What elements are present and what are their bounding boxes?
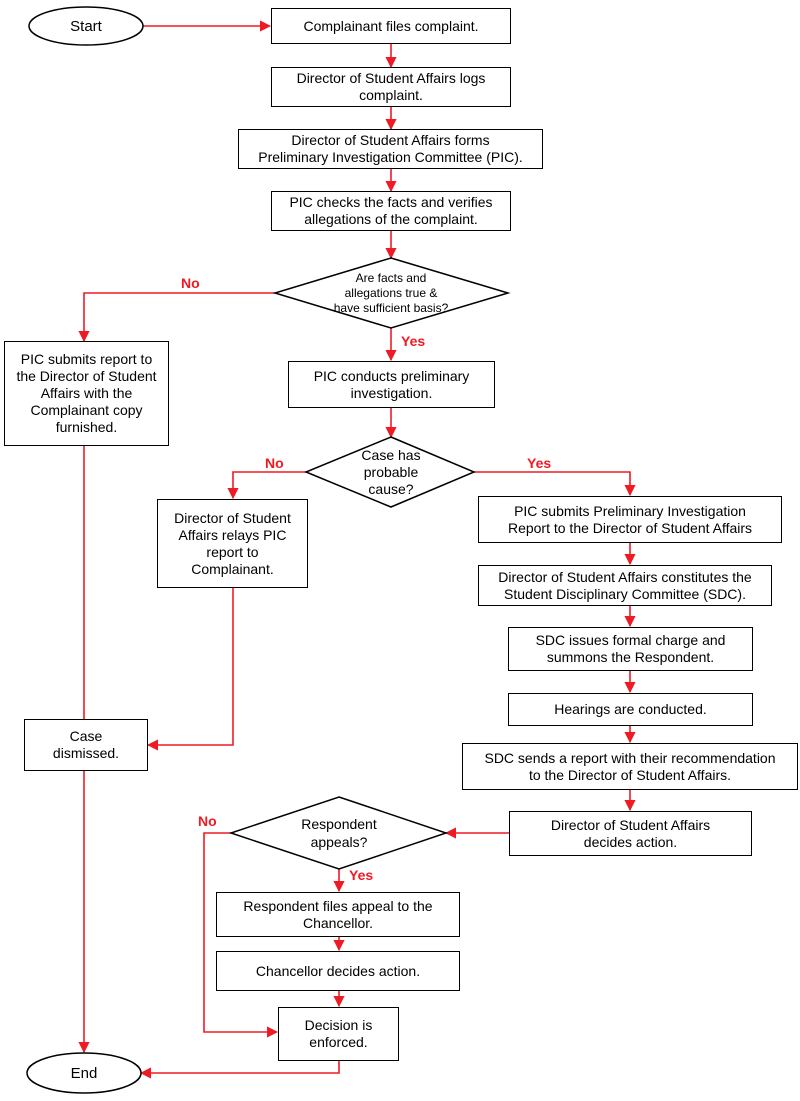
- decision-probable-cause-label: Case has probable cause?: [361, 446, 421, 497]
- edge-label-appeal-yes: Yes: [349, 867, 374, 883]
- step-label: SDC sends a report with their recommenda…: [484, 749, 776, 783]
- step-director-forms-pic: Director of Student Affairs forms Prelim…: [238, 129, 543, 169]
- step-pic-conducts-investigation: PIC conducts preliminary investigation.: [288, 361, 495, 408]
- step-label: Director of Student Affairs relays PIC r…: [174, 509, 291, 577]
- step-pic-checks-facts: PIC checks the facts and verifies allega…: [271, 191, 511, 231]
- step-pic-submits-preliminary-report: PIC submits Preliminary Investigation Re…: [478, 496, 782, 543]
- step-director-constitutes-sdc: Director of Student Affairs constitutes …: [478, 565, 772, 606]
- step-label: Director of Student Affairs decides acti…: [550, 816, 711, 850]
- decision-facts-diamond: [272, 257, 511, 329]
- edge-label-facts-no: No: [181, 275, 200, 291]
- step-case-dismissed: Case dismissed.: [24, 719, 148, 771]
- step-sdc-issues-charge: SDC issues formal charge and summons the…: [508, 627, 753, 671]
- arrow-d2-yes-to-n8: [474, 471, 636, 497]
- arrow-n7-to-dismissed: [146, 588, 234, 751]
- step-label: PIC conducts preliminary investigation.: [313, 367, 470, 401]
- step-label: Case dismissed.: [52, 728, 120, 761]
- edge-label-cause-no: No: [265, 455, 284, 471]
- arrow-d2-no-to-n7: [227, 471, 306, 500]
- step-label: Decision is enforced.: [304, 1017, 373, 1050]
- step-chancellor-decides: Chancellor decides action.: [216, 951, 460, 991]
- step-label: SDC issues formal charge and summons the…: [535, 632, 726, 665]
- start-label: Start: [70, 17, 102, 35]
- decision-appeal-diamond: [228, 796, 449, 870]
- step-label: Chancellor decides action.: [255, 962, 421, 979]
- arrow-n16-to-end: [139, 1061, 340, 1079]
- start-terminal: [28, 6, 144, 46]
- step-label: Hearings are conducted.: [554, 701, 707, 717]
- edge-label-cause-yes: Yes: [527, 455, 552, 471]
- step-decision-enforced: Decision is enforced.: [278, 1007, 399, 1061]
- step-label: PIC submits Preliminary Investigation Re…: [507, 502, 753, 536]
- decision-facts-label: Are facts and allegations true & have su…: [333, 270, 449, 315]
- step-director-logs: Director of Student Affairs logs complai…: [271, 67, 511, 107]
- end-label: End: [70, 1064, 98, 1082]
- step-label: Director of Student Affairs logs complai…: [296, 70, 486, 103]
- step-sdc-sends-report: SDC sends a report with their recommenda…: [462, 743, 798, 790]
- step-label: Complainant files complaint.: [303, 17, 479, 34]
- step-pic-submits-report: PIC submits report to the Director of St…: [4, 341, 169, 446]
- arrow-d3-no-to-n16: [203, 832, 279, 1038]
- step-hearings-conducted: Hearings are conducted.: [508, 693, 753, 726]
- end-terminal: [26, 1052, 142, 1094]
- step-director-decides-action: Director of Student Affairs decides acti…: [509, 811, 752, 856]
- step-complainant-files: Complainant files complaint.: [271, 8, 511, 44]
- step-label: Director of Student Affairs constitutes …: [498, 568, 752, 602]
- step-label: Director of Student Affairs forms Prelim…: [258, 132, 523, 165]
- step-director-relays-report: Director of Student Affairs relays PIC r…: [157, 499, 308, 588]
- step-label: PIC submits report to the Director of St…: [16, 351, 157, 435]
- decision-appeal-label: Respondent appeals?: [301, 816, 377, 850]
- edge-label-facts-yes: Yes: [401, 333, 426, 349]
- step-label: Respondent files appeal to the Chancello…: [243, 897, 433, 931]
- arrow-d1-no-to-n5: [78, 292, 275, 343]
- step-label: PIC checks the facts and verifies allega…: [289, 194, 493, 227]
- step-respondent-files-appeal: Respondent files appeal to the Chancello…: [216, 892, 460, 937]
- decision-probable-cause-diamond: [304, 436, 476, 508]
- edge-label-appeal-no: No: [198, 813, 217, 829]
